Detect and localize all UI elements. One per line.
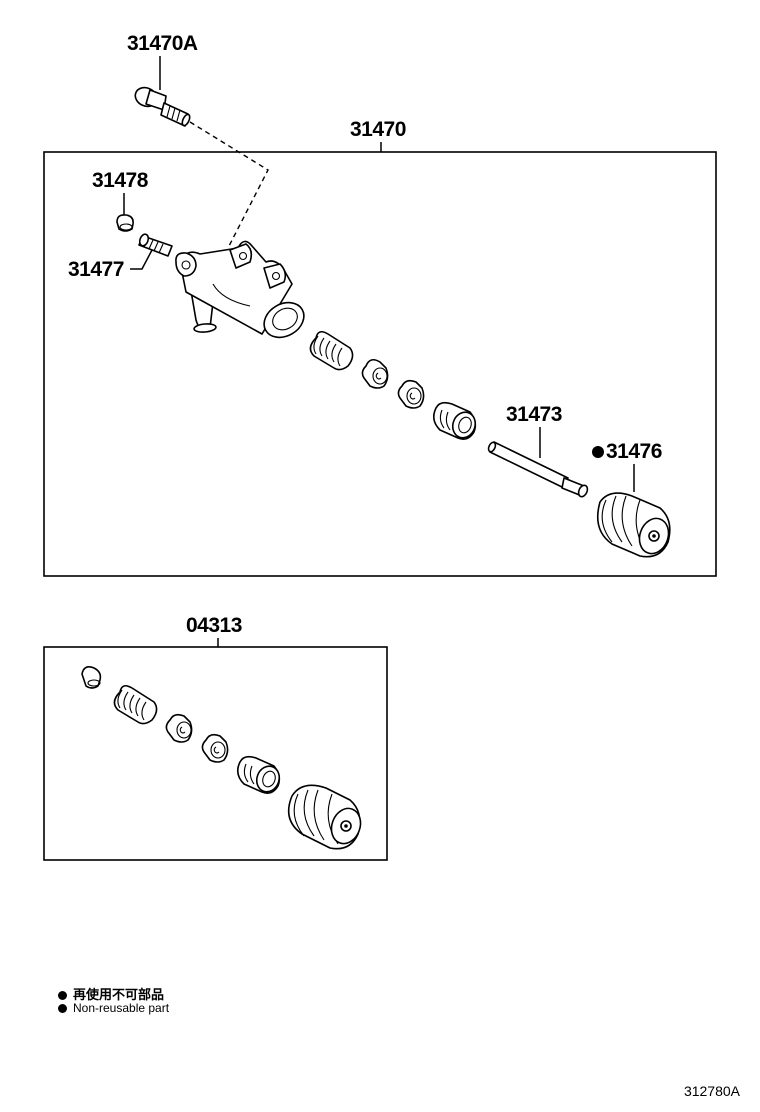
label-push-rod: 31473 <box>506 403 562 426</box>
label-boot: 31476 <box>606 440 662 463</box>
kit-boot <box>287 784 362 850</box>
piston-part <box>432 401 477 440</box>
legend-japanese: 再使用不可部品 <box>58 984 164 1003</box>
kit-cap <box>81 666 102 689</box>
kit-spring <box>113 684 158 725</box>
boot-part <box>596 492 671 558</box>
figure-id: 312780A <box>683 1083 740 1099</box>
bleeder-plug-part <box>138 233 173 257</box>
bolt-install-line <box>189 121 269 249</box>
cup-seal-2 <box>397 379 425 409</box>
legend-dot-icon <box>58 991 67 1000</box>
label-repair-kit: 04313 <box>186 614 242 637</box>
kit-cup-1 <box>165 713 193 743</box>
label-bleeder-plug: 31477 <box>68 258 124 281</box>
non-reusable-mark <box>592 446 604 458</box>
label-bolt: 31470A <box>127 32 198 55</box>
kit-cup-2 <box>201 733 229 763</box>
legend-japanese-text: 再使用不可部品 <box>73 987 165 1002</box>
spring-part <box>309 330 354 371</box>
label-bleeder-cap: 31478 <box>92 169 149 192</box>
label-cylinder-assembly: 31470 <box>350 118 406 141</box>
kit-frame <box>43 646 388 861</box>
kit-piston <box>236 755 281 794</box>
cup-seal-1 <box>361 358 389 389</box>
push-rod-part <box>487 441 589 498</box>
legend-english-text: Non-reusable part <box>73 1001 170 1015</box>
assembly-frame <box>43 151 717 577</box>
legend-english: Non-reusable part <box>58 1001 169 1015</box>
bleeder-cap-part <box>116 214 134 232</box>
leader-bleeder-plug <box>130 249 153 270</box>
cylinder-body <box>175 240 305 339</box>
legend-dot-icon <box>58 1004 67 1013</box>
bolt-part <box>134 86 191 127</box>
